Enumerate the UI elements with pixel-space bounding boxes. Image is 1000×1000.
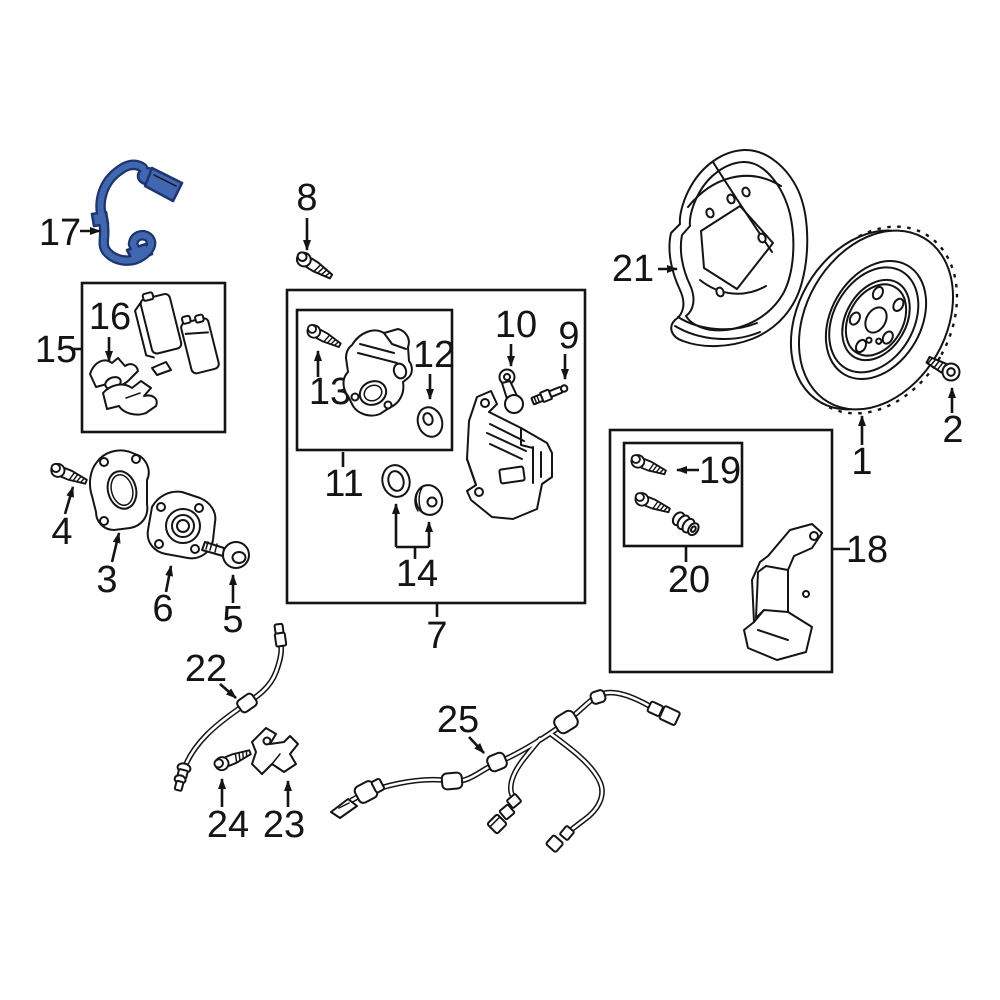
leader-25 xyxy=(468,736,485,754)
callout-14: 14 xyxy=(396,553,438,595)
part-14-piston-seals xyxy=(381,464,444,516)
part-8-bolt xyxy=(292,248,336,284)
part-caliper-body xyxy=(466,390,553,520)
part-17-abs-sensor-wire xyxy=(90,159,184,266)
part-2-set-screw xyxy=(925,355,961,382)
callout-20: 20 xyxy=(668,559,710,601)
part-parking-brake-actuator xyxy=(342,328,413,417)
callout-24: 24 xyxy=(207,804,249,846)
callout-21: 21 xyxy=(612,248,654,290)
part-6-wheel-hub xyxy=(146,490,217,560)
callout-8: 8 xyxy=(296,177,317,219)
part-12-washer xyxy=(416,406,444,438)
part-16-retainer-clips xyxy=(89,357,158,416)
leader-3 xyxy=(110,532,121,563)
part-3-bearing-flange xyxy=(88,449,150,531)
callout-11: 11 xyxy=(324,463,363,505)
leader-14-bracket xyxy=(396,545,429,559)
callout-6: 6 xyxy=(152,588,173,630)
part-25-wiring-harness xyxy=(330,689,681,853)
leader-4 xyxy=(63,486,75,515)
callout-9: 9 xyxy=(558,315,579,357)
part-22-brake-hose xyxy=(173,622,288,792)
callout-25: 25 xyxy=(437,699,479,741)
leader-6 xyxy=(164,565,174,593)
callout-4: 4 xyxy=(51,511,72,553)
callout-7: 7 xyxy=(426,615,447,657)
callout-10: 10 xyxy=(495,304,537,346)
part-23-hose-bracket xyxy=(251,727,299,775)
callout-18: 18 xyxy=(846,529,888,571)
part-24-bolt xyxy=(211,745,254,774)
callout-16: 16 xyxy=(89,296,131,338)
callout-17: 17 xyxy=(39,212,81,254)
part-1-brake-rotor xyxy=(789,225,959,415)
part-bushing xyxy=(671,511,700,537)
callout-23: 23 xyxy=(263,804,305,846)
part-4-bolt xyxy=(47,460,90,489)
part-5-hub-bolt xyxy=(201,541,250,569)
part-brake-pads xyxy=(134,291,220,376)
callout-5: 5 xyxy=(222,599,243,641)
callout-1: 1 xyxy=(851,441,872,483)
callout-2: 2 xyxy=(942,409,963,451)
leader-22 xyxy=(219,683,237,699)
callout-15: 15 xyxy=(35,329,77,371)
callout-12: 12 xyxy=(413,334,455,376)
callout-22: 22 xyxy=(185,648,227,690)
part-9-bleeder-screw xyxy=(530,384,569,406)
part-21-dust-shield xyxy=(668,148,809,348)
callout-3: 3 xyxy=(96,559,117,601)
callout-19: 19 xyxy=(699,450,741,492)
part-18-caliper-bracket xyxy=(743,523,823,661)
part-10-guide-pin xyxy=(498,368,524,414)
